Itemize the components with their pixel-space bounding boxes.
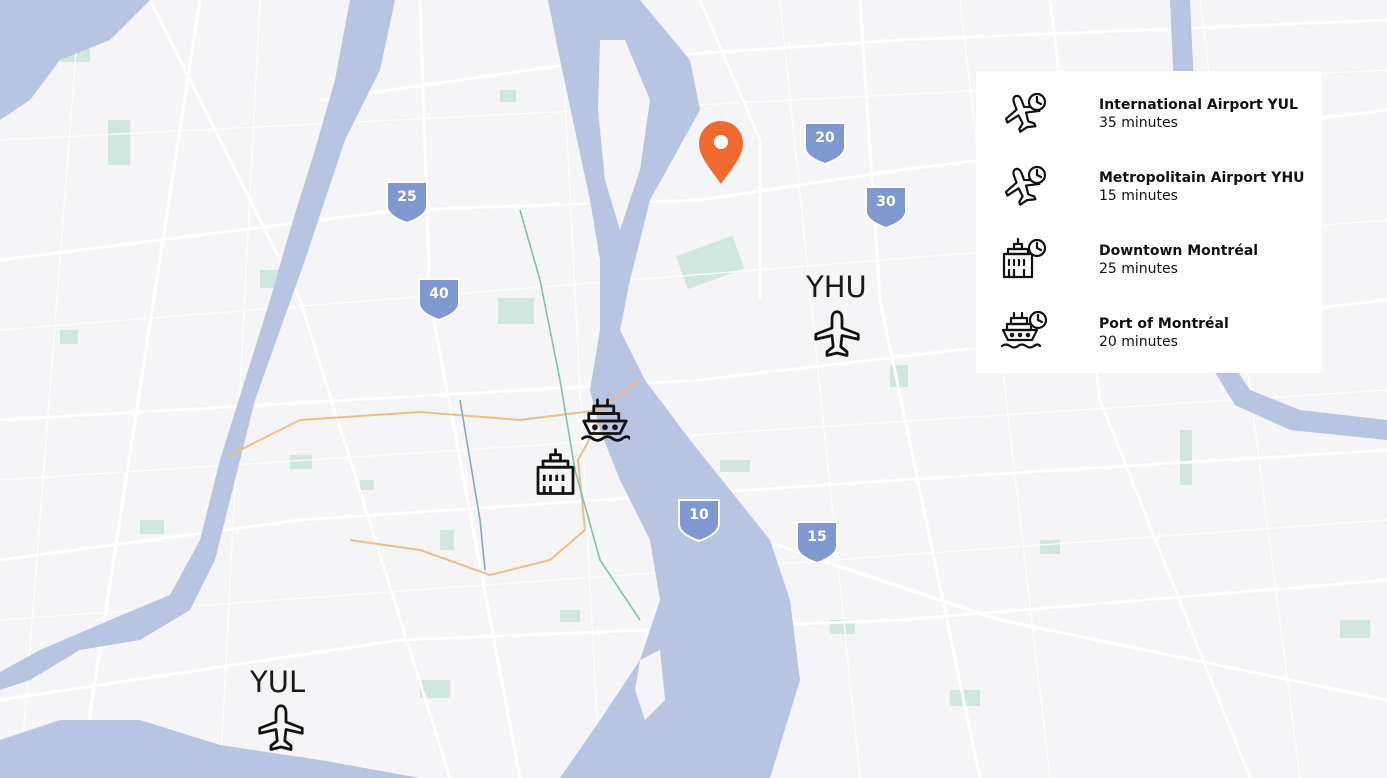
river-island: [598, 40, 650, 230]
port-ship-icon[interactable]: [580, 396, 630, 446]
metro-line-orange-south: [349, 419, 601, 577]
legend-title: Metropolitain Airport YHU: [1099, 170, 1305, 186]
highway-shield-40: 40: [417, 277, 461, 321]
legend-time: 35 minutes: [1099, 115, 1178, 131]
metro-line-green: [519, 209, 641, 621]
legend-title: Port of Montréal: [1099, 316, 1229, 332]
legend-item-downtown: Downtown Montréal 25 minutes: [1000, 235, 1322, 308]
legend-item-port: Port of Montréal 20 minutes: [1000, 308, 1322, 381]
legend-title: Downtown Montréal: [1099, 243, 1259, 259]
yul-airport-label: YUL: [250, 665, 306, 699]
highway-shield-20: 20: [803, 121, 847, 165]
ship-clock-icon: [1000, 308, 1050, 358]
legend-time: 25 minutes: [1099, 261, 1178, 277]
legend-item-yhu: Metropolitain Airport YHU 15 minutes: [1000, 162, 1322, 235]
location-pin-icon[interactable]: [699, 121, 743, 184]
highway-shield-25: 25: [385, 180, 429, 224]
highway-shield-10: 10: [677, 498, 721, 542]
yhu-airport-label: YHU: [806, 270, 867, 304]
legend-time: 20 minutes: [1099, 334, 1178, 350]
highway-number: 40: [429, 286, 449, 302]
highway-shield-15: 15: [795, 520, 839, 564]
highway-number: 15: [807, 529, 827, 545]
metro-line-blue: [459, 399, 486, 571]
highway-number: 30: [876, 194, 896, 210]
highway-shield-30: 30: [864, 185, 908, 229]
travel-time-legend: International Airport YUL 35 minutes Met…: [976, 71, 1322, 373]
airplane-clock-icon: [1000, 162, 1050, 212]
legend-item-yul: International Airport YUL 35 minutes: [1000, 89, 1322, 162]
legend-title: International Airport YUL: [1099, 97, 1298, 113]
airplane-clock-icon: [1000, 89, 1050, 139]
highway-number: 10: [689, 507, 709, 523]
building-clock-icon: [1000, 235, 1050, 285]
legend-time: 15 minutes: [1099, 188, 1178, 204]
highway-number: 25: [397, 189, 417, 205]
river-island-south: [635, 650, 665, 720]
yhu-airplane-icon[interactable]: [812, 308, 862, 358]
highway-number: 20: [815, 130, 835, 146]
yul-airplane-icon[interactable]: [256, 702, 306, 752]
downtown-building-icon[interactable]: [533, 446, 583, 496]
